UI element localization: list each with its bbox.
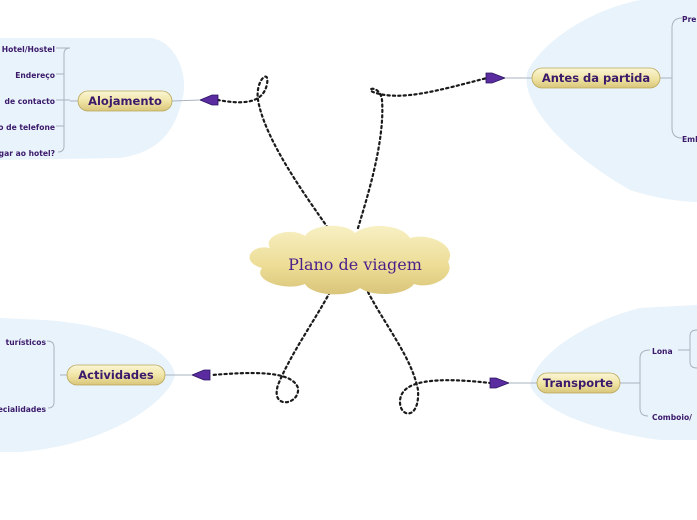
subtopic-get-to-hotel[interactable]: gar ao hotel? bbox=[0, 149, 55, 158]
activities-subtopic-tree bbox=[46, 340, 67, 409]
subtopic-specialities[interactable]: ecialidades bbox=[0, 405, 46, 414]
before-departure-connector bbox=[356, 76, 489, 230]
subtopic-before-departure-1[interactable]: Pre bbox=[682, 15, 696, 24]
before-departure-arrow-icon bbox=[485, 72, 507, 84]
transport-subtopic-tree bbox=[620, 329, 697, 417]
subtopic-before-departure-2[interactable]: Emb bbox=[682, 135, 697, 144]
accommodation-connector bbox=[216, 75, 330, 230]
transport-arrow-icon bbox=[489, 377, 511, 389]
subtopic-address[interactable]: Endereço bbox=[15, 71, 55, 80]
topic-before-departure[interactable]: Antes da partida bbox=[531, 67, 661, 89]
accommodation-arrow-icon bbox=[198, 94, 219, 106]
subtopic-phone[interactable]: o de telefone bbox=[0, 123, 55, 132]
subtopic-tourist-spots[interactable]: turísticos bbox=[6, 338, 47, 347]
transport-branch-background bbox=[530, 305, 697, 440]
central-topic-cloud[interactable]: Plano de viagem bbox=[249, 225, 451, 295]
topic-transport[interactable]: Transporte bbox=[536, 372, 621, 394]
accommodation-link-line bbox=[171, 99, 201, 102]
central-topic-title: Plano de viagem bbox=[288, 255, 422, 274]
transport-connector bbox=[366, 290, 492, 415]
subtopic-transport-1[interactable]: Lona bbox=[652, 347, 673, 356]
subtopic-train[interactable]: Comboio/ bbox=[652, 413, 692, 422]
before-departure-branch-background bbox=[526, 0, 697, 202]
accommodation-subtopic-tree bbox=[56, 47, 78, 153]
topic-activities-label: Actividades bbox=[78, 368, 154, 382]
topic-transport-label: Transporte bbox=[543, 376, 613, 390]
topic-activities[interactable]: Actividades bbox=[66, 364, 166, 386]
activities-arrow-icon bbox=[190, 369, 211, 381]
topic-before-departure-label: Antes da partida bbox=[542, 71, 650, 85]
subtopic-contact[interactable]: de contacto bbox=[5, 97, 55, 106]
activities-connector bbox=[210, 290, 332, 404]
before-departure-subtopic-tree bbox=[660, 17, 683, 139]
subtopic-hotel-hostel[interactable]: Hotel/Hostel bbox=[2, 45, 55, 54]
topic-accommodation-label: Alojamento bbox=[88, 94, 162, 108]
topic-accommodation[interactable]: Alojamento bbox=[77, 90, 173, 112]
